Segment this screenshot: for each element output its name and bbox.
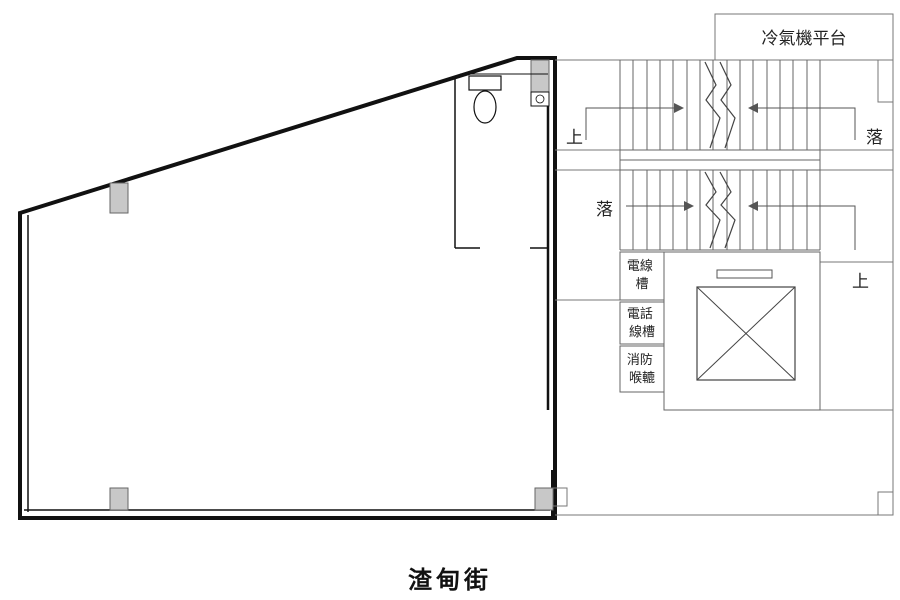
break-line [719, 171, 736, 249]
main-unit [18, 56, 557, 520]
break-line [704, 171, 721, 249]
stair-up-label-right: 上 [852, 272, 869, 292]
stair-down-label-right: 落 [866, 128, 883, 148]
break-line [704, 61, 721, 149]
stair-lower-flight [619, 170, 821, 250]
arrow-head [684, 201, 694, 211]
sink-icon [530, 91, 550, 107]
ac-platform: 冷氣機平台 [714, 13, 894, 61]
stair-up-label-left: 上 [566, 128, 583, 148]
column [109, 182, 129, 214]
lift [663, 251, 821, 411]
column [530, 59, 550, 93]
arrow-head [748, 201, 758, 211]
toilet-room [454, 73, 550, 249]
toilet-bowl-icon [473, 90, 497, 124]
stair-upper-flight [619, 60, 821, 150]
unit-outline [18, 56, 557, 520]
staircase [585, 60, 856, 251]
break-line [719, 61, 736, 149]
arrow-up-right-path [752, 205, 856, 250]
arrow-up-path [585, 107, 680, 140]
arrow-head [674, 103, 684, 113]
columns [109, 59, 554, 511]
column [109, 487, 129, 511]
fire-sprinkler-label: 消防 喉轆 [627, 352, 657, 386]
telephone-duct-label: 電話 線槽 [627, 306, 657, 340]
arrow-head [748, 103, 758, 113]
electric-duct-label: 電線 槽 [627, 258, 657, 292]
column [534, 487, 554, 511]
arrow-down-path [752, 107, 856, 140]
ac-platform-label: 冷氣機平台 [762, 29, 847, 49]
street-name-label: 渣甸街 [408, 565, 492, 594]
toilet-tank-icon [468, 75, 502, 91]
service-ducts: 電線 槽 電話 線槽 消防 喉轆 [619, 251, 665, 393]
stair-down-label-mid: 落 [596, 200, 613, 220]
lift-door-icon [716, 269, 773, 279]
